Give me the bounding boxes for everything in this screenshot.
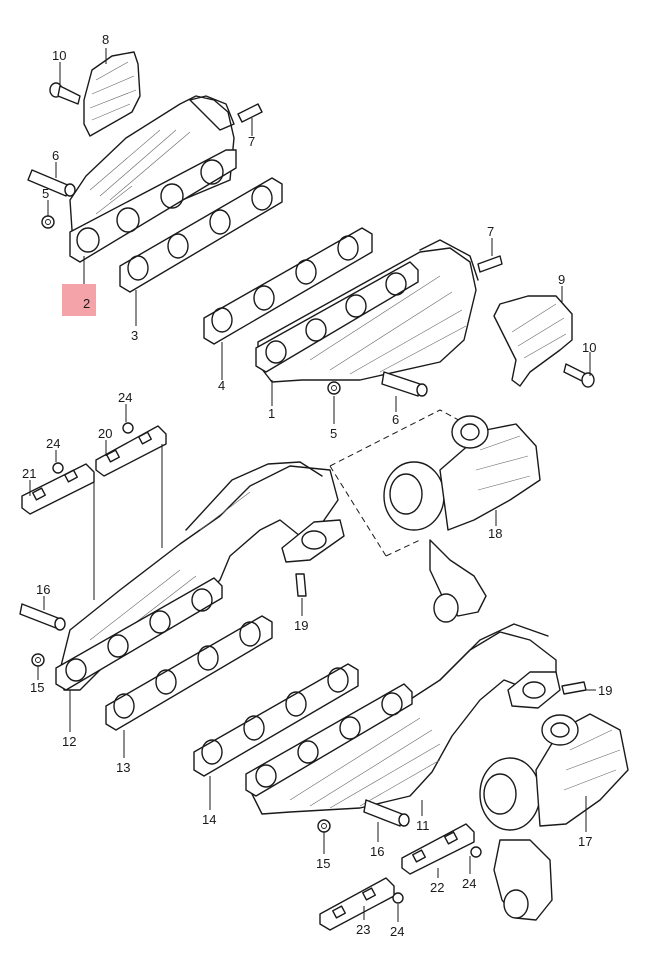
- exhaust-manifold-1: [255, 239, 479, 383]
- gasket-4: [203, 227, 373, 345]
- stud-6-upper: [27, 169, 76, 197]
- callout-24-a: 24: [118, 390, 132, 405]
- nut-15-right: [317, 819, 331, 833]
- stud-16-left: [19, 603, 66, 631]
- callout-19-right: 19: [598, 683, 612, 698]
- turbocharger-17: [479, 713, 629, 921]
- nut-24-d: [392, 892, 404, 904]
- callout-10-right: 10: [582, 340, 596, 355]
- heat-shield-9: [493, 295, 573, 387]
- turbocharger-18: [383, 415, 541, 623]
- callout-24-d: 24: [390, 924, 404, 939]
- callout-15-left: 15: [30, 680, 44, 695]
- callout-20: 20: [98, 426, 112, 441]
- callout-2: 2: [83, 296, 90, 311]
- callout-22: 22: [430, 880, 444, 895]
- callout-16-right: 16: [370, 844, 384, 859]
- stud-7-upper: [237, 103, 263, 123]
- exhaust-manifold-12: [55, 461, 339, 691]
- bracket-22: [401, 823, 475, 875]
- callout-5-right: 5: [330, 426, 337, 441]
- callout-23: 23: [356, 922, 370, 937]
- callout-21: 21: [22, 466, 36, 481]
- leader-lines: [29, 48, 596, 922]
- callout-9: 9: [558, 272, 565, 287]
- manifold-flange-upper: [69, 149, 237, 263]
- nut-24-a: [122, 422, 134, 434]
- callout-7-right: 7: [487, 224, 494, 239]
- callout-7-upper: 7: [248, 134, 255, 149]
- nut-5-upper: [41, 215, 55, 229]
- nut-24-b: [52, 462, 64, 474]
- stud-6-right: [381, 371, 428, 397]
- callout-11: 11: [416, 818, 430, 833]
- nut-5-right: [327, 381, 341, 395]
- bracket-20: [95, 425, 167, 477]
- nut-24-c: [470, 846, 482, 858]
- stud-19-right: [561, 681, 587, 695]
- callout-5-upper: 5: [42, 186, 49, 201]
- gasket-13: [105, 615, 273, 731]
- callout-3: 3: [131, 328, 138, 343]
- callout-24-c: 24: [462, 876, 476, 891]
- stud-19-left: [295, 573, 307, 597]
- callout-18: 18: [488, 526, 502, 541]
- gasket-3-upper: [119, 177, 283, 293]
- callout-24-b: 24: [46, 436, 60, 451]
- bolt-10-upper: [49, 82, 81, 105]
- callout-17: 17: [578, 834, 592, 849]
- callout-1: 1: [268, 406, 275, 421]
- callout-10-upper: 10: [52, 48, 66, 63]
- gasket-14: [193, 663, 359, 777]
- callout-12: 12: [62, 734, 76, 749]
- manifold-11-turbo-flange: [507, 671, 561, 709]
- stud-16-right: [363, 799, 410, 827]
- callout-4: 4: [218, 378, 225, 393]
- callout-16-left: 16: [36, 582, 50, 597]
- callout-6-right: 6: [392, 412, 399, 427]
- callout-15-right: 15: [316, 856, 330, 871]
- callout-13: 13: [116, 760, 130, 775]
- callout-2-highlight: [62, 284, 96, 316]
- callout-labels: 10 8 7 6 5 2 3 7 9 10 4 1 5 6 18 24 20 2…: [22, 32, 612, 939]
- bolt-10-right: [563, 363, 595, 388]
- stud-7-right: [477, 255, 503, 273]
- callout-8: 8: [102, 32, 109, 47]
- callout-6-upper: 6: [52, 148, 59, 163]
- heat-shield-upper-left: [83, 51, 141, 137]
- callout-14: 14: [202, 812, 216, 827]
- nut-15-left: [31, 653, 45, 667]
- callout-19-left: 19: [294, 618, 308, 633]
- manifold-12-turbo-flange: [281, 519, 345, 563]
